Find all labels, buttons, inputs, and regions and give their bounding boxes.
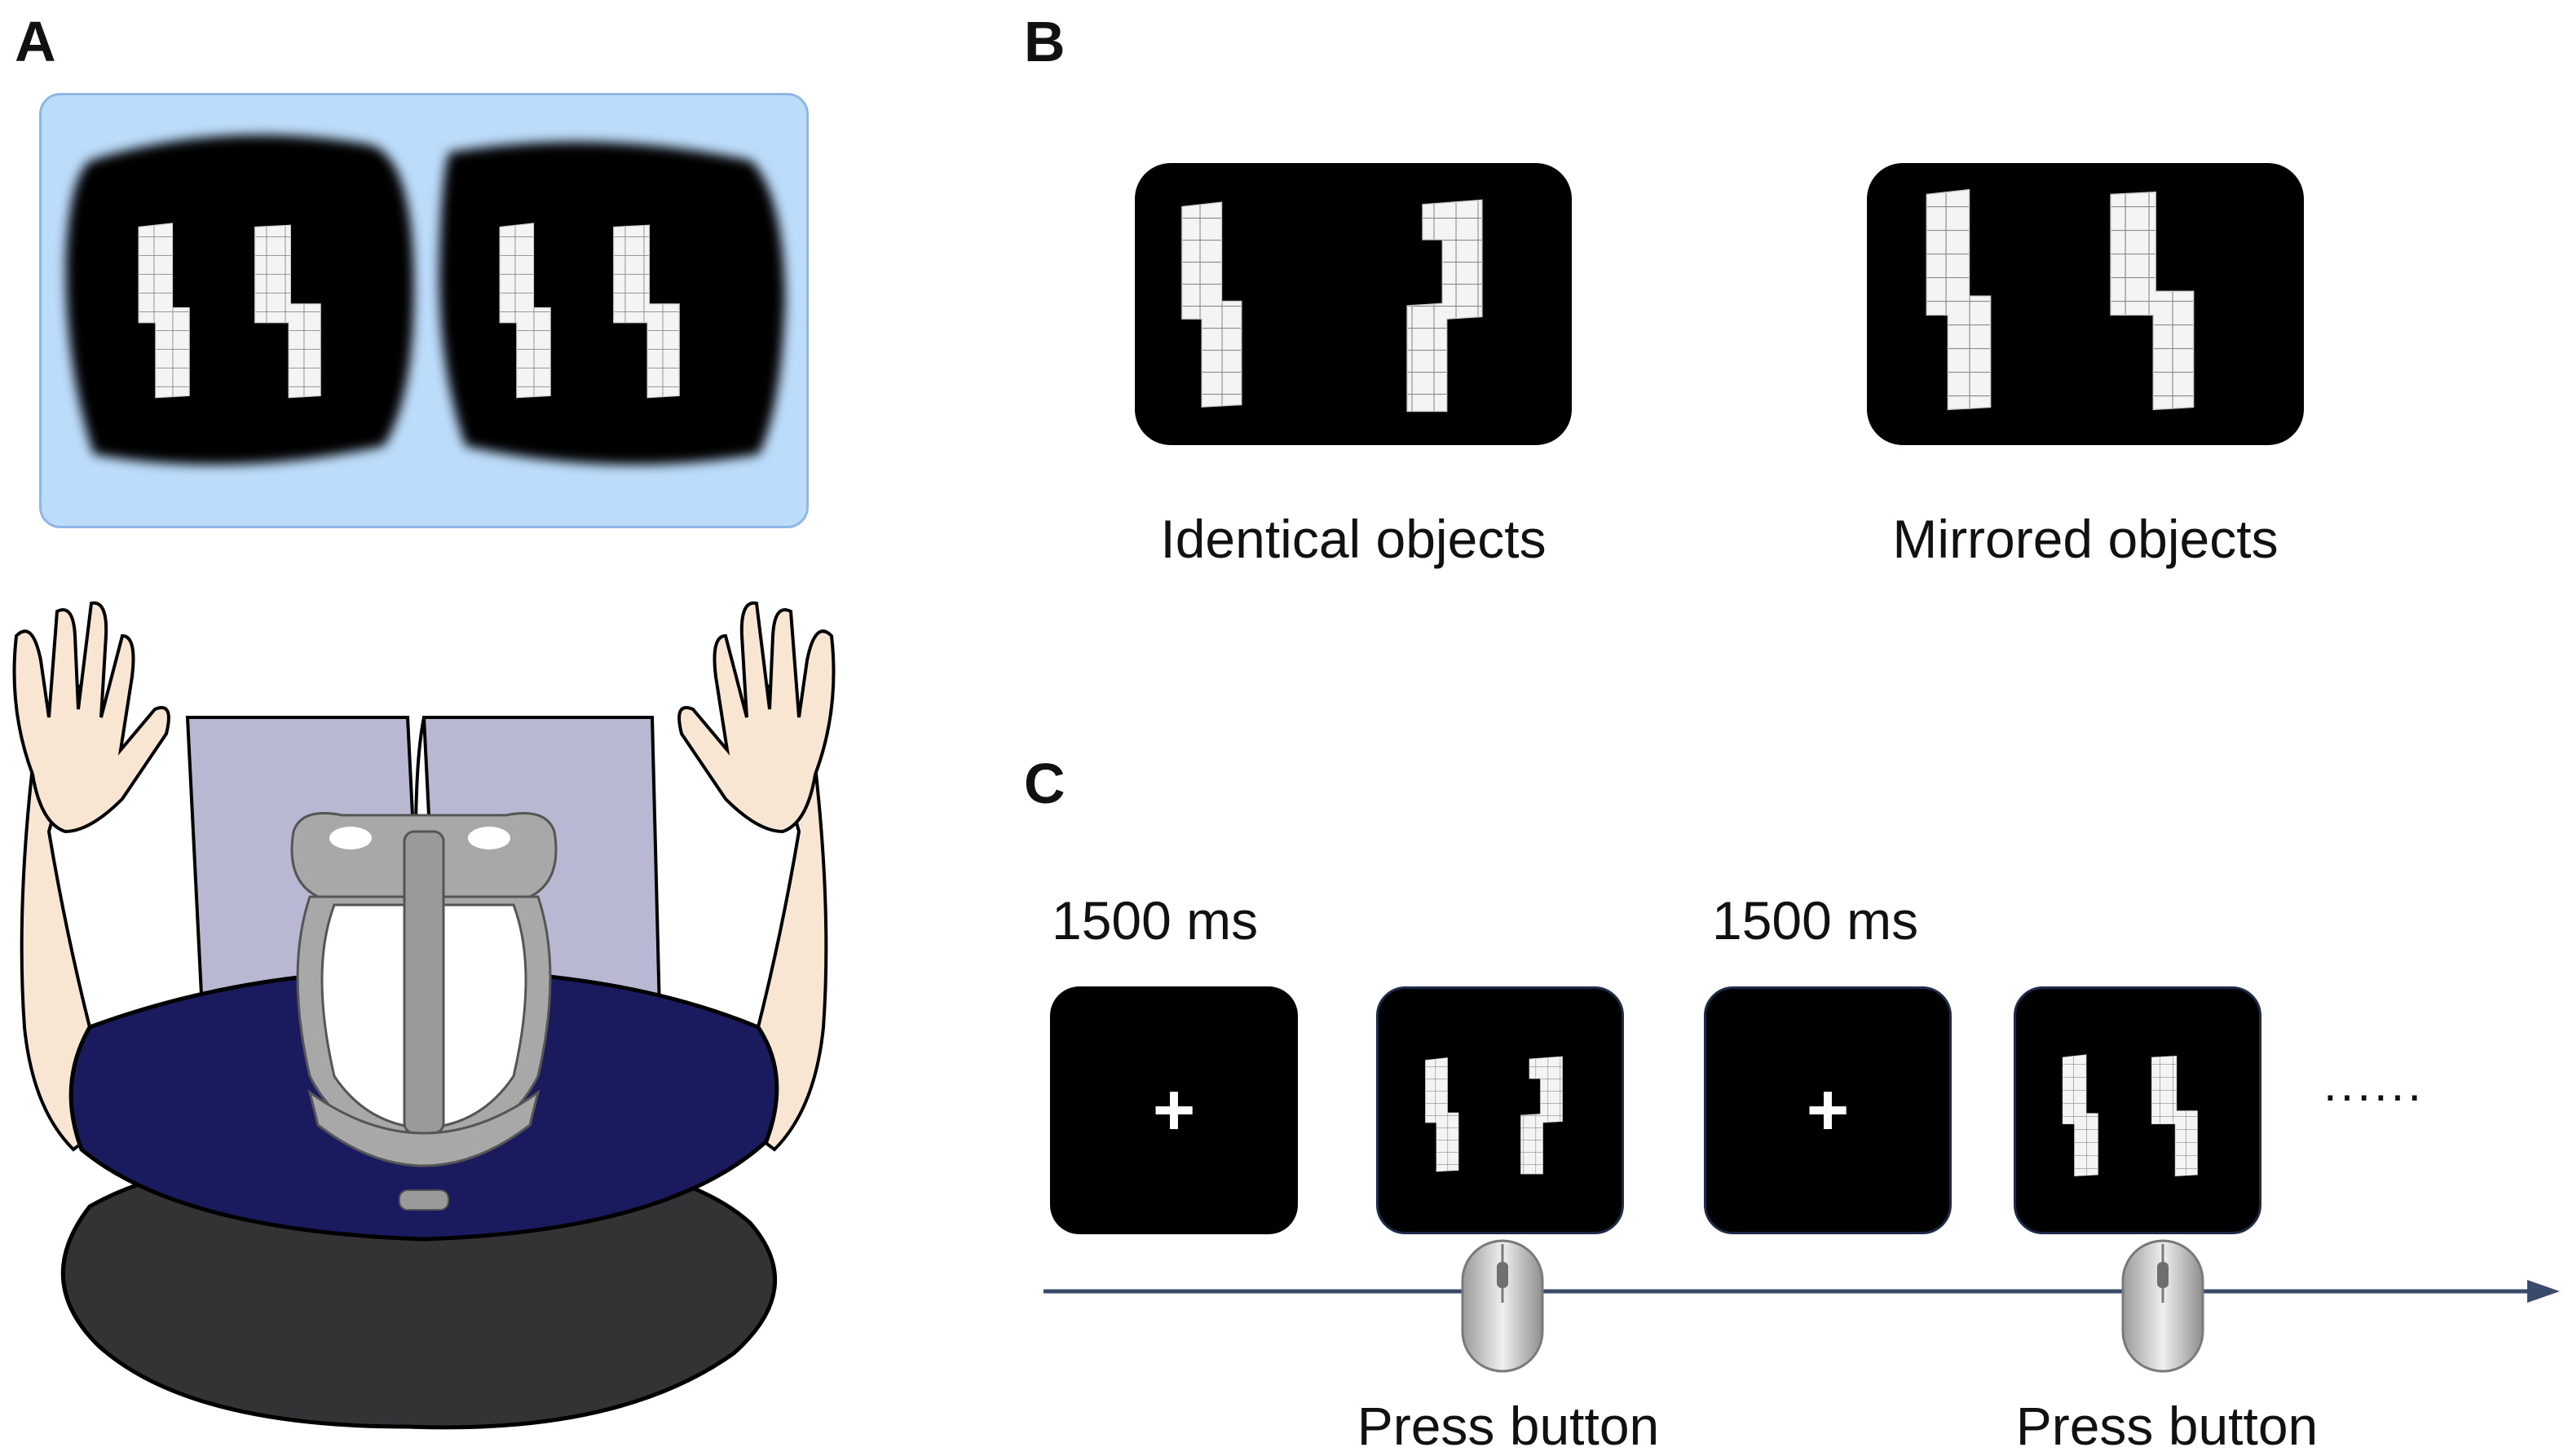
stimulus-frame-2 [2014, 986, 2261, 1234]
continuation-ellipsis: ...... [2323, 1057, 2425, 1111]
fixation-cross: + [1806, 1070, 1850, 1151]
press-button-label-1: Press button [1357, 1396, 1660, 1456]
mirrored-objects-stimulus [1867, 163, 2304, 445]
panel-label-a: A [15, 10, 56, 73]
press-button-label-2: Press button [2015, 1396, 2319, 1456]
mouse-icon [1461, 1239, 1544, 1373]
fixation-duration-1: 1500 ms [1052, 890, 1259, 951]
identical-objects-label: Identical objects [1160, 509, 1547, 569]
vr-headset [290, 812, 558, 1211]
right-eye-display [439, 142, 785, 465]
timeline-arrow [1044, 1280, 2560, 1303]
mouse-icon [2121, 1239, 2204, 1373]
fixation-frame-1: + [1050, 986, 1298, 1234]
identical-objects-stimulus [1135, 163, 1572, 445]
fixation-frame-2: + [1704, 986, 1952, 1234]
fixation-duration-2: 1500 ms [1712, 890, 1919, 951]
mirrored-objects-label: Mirrored objects [1892, 509, 2279, 569]
headset-view-panel [39, 93, 809, 528]
left-hand [12, 601, 170, 834]
right-hand [677, 601, 836, 834]
fixation-cross: + [1152, 1070, 1196, 1151]
participant-illustration [12, 601, 836, 1430]
stimulus-frame-1 [1376, 986, 1624, 1234]
stereo-display [65, 135, 785, 465]
panel-label-c: C [1024, 752, 1066, 815]
panel-label-b: B [1024, 10, 1066, 73]
left-eye-display [65, 135, 414, 465]
